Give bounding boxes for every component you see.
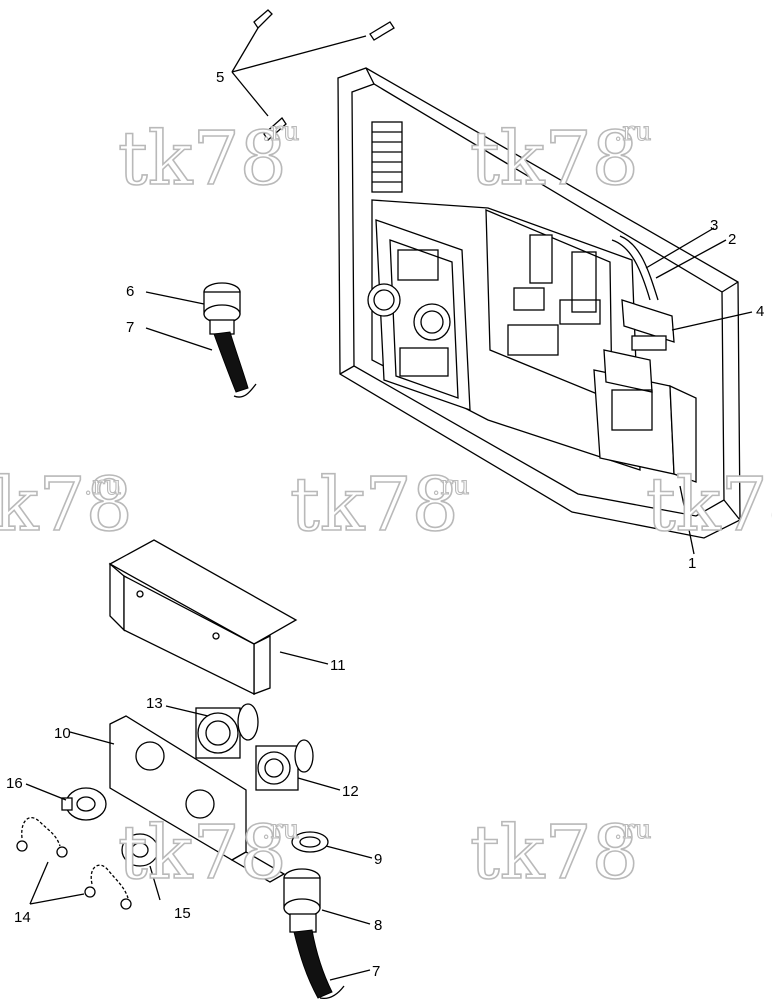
dust-cap-item-16 — [61, 787, 107, 821]
callout-11: 11 — [330, 657, 346, 674]
callout-2: 2 — [728, 231, 736, 248]
callout-3: 3 — [710, 217, 718, 234]
mounting-plate-item-10 — [109, 715, 286, 883]
callout-6: 6 — [126, 283, 134, 300]
control-panel-enclosure — [337, 67, 741, 539]
watermark-main: tk78 — [290, 462, 459, 548]
callout-5: 5 — [216, 69, 224, 86]
watermark-main: tk78 — [470, 810, 639, 896]
lanyard-chains-item-14 — [16, 817, 132, 910]
callout-15: 15 — [174, 905, 191, 922]
callout-4: 4 — [756, 303, 764, 320]
receptacle-item-12 — [255, 739, 314, 791]
receptacle-item-13 — [195, 703, 259, 759]
watermark-main: tk78 — [646, 462, 772, 548]
watermark-main: tk78 — [118, 116, 287, 202]
cable-item-7-lower — [293, 929, 345, 1000]
callout-7-lower: 7 — [372, 963, 380, 980]
callout-14: 14 — [14, 909, 31, 926]
leader-lines — [25, 27, 753, 981]
watermark-suffix: .ru — [614, 815, 651, 845]
watermark-suffix: .ru — [262, 117, 299, 147]
watermark-main: tk78 — [118, 810, 287, 896]
callout-7: 7 — [126, 319, 134, 336]
callout-10: 10 — [54, 725, 71, 742]
watermark-main: tk78 — [0, 462, 133, 548]
callout-16: 16 — [6, 775, 23, 792]
fuses-item-5 — [253, 9, 395, 141]
watermarks: tk78 .ru tk78 .ru tk78 .ru tk78 .ru tk78… — [0, 115, 772, 897]
callout-13: 13 — [146, 695, 163, 712]
watermark-suffix: .ru — [262, 815, 299, 845]
callout-12: 12 — [342, 783, 359, 800]
watermark-suffix: .ru — [84, 471, 121, 501]
callout-9: 9 — [374, 851, 382, 868]
bracket-item-11 — [108, 539, 298, 696]
lock-nut-item-9 — [291, 831, 329, 853]
dust-cap-item-15 — [121, 833, 159, 867]
cable-item-7-upper — [213, 331, 257, 398]
watermark-suffix: .ru — [614, 117, 651, 147]
watermark-suffix: .ru — [432, 471, 469, 501]
cable-gland-item-8 — [283, 868, 321, 933]
watermark-main: tk78 — [470, 116, 639, 202]
callout-labels: 1 2 3 4 5 6 7 8 9 10 11 12 13 14 15 16 7 — [6, 69, 764, 980]
cable-gland-item-6 — [203, 282, 241, 335]
callout-8: 8 — [374, 917, 382, 934]
callout-1: 1 — [688, 555, 696, 572]
